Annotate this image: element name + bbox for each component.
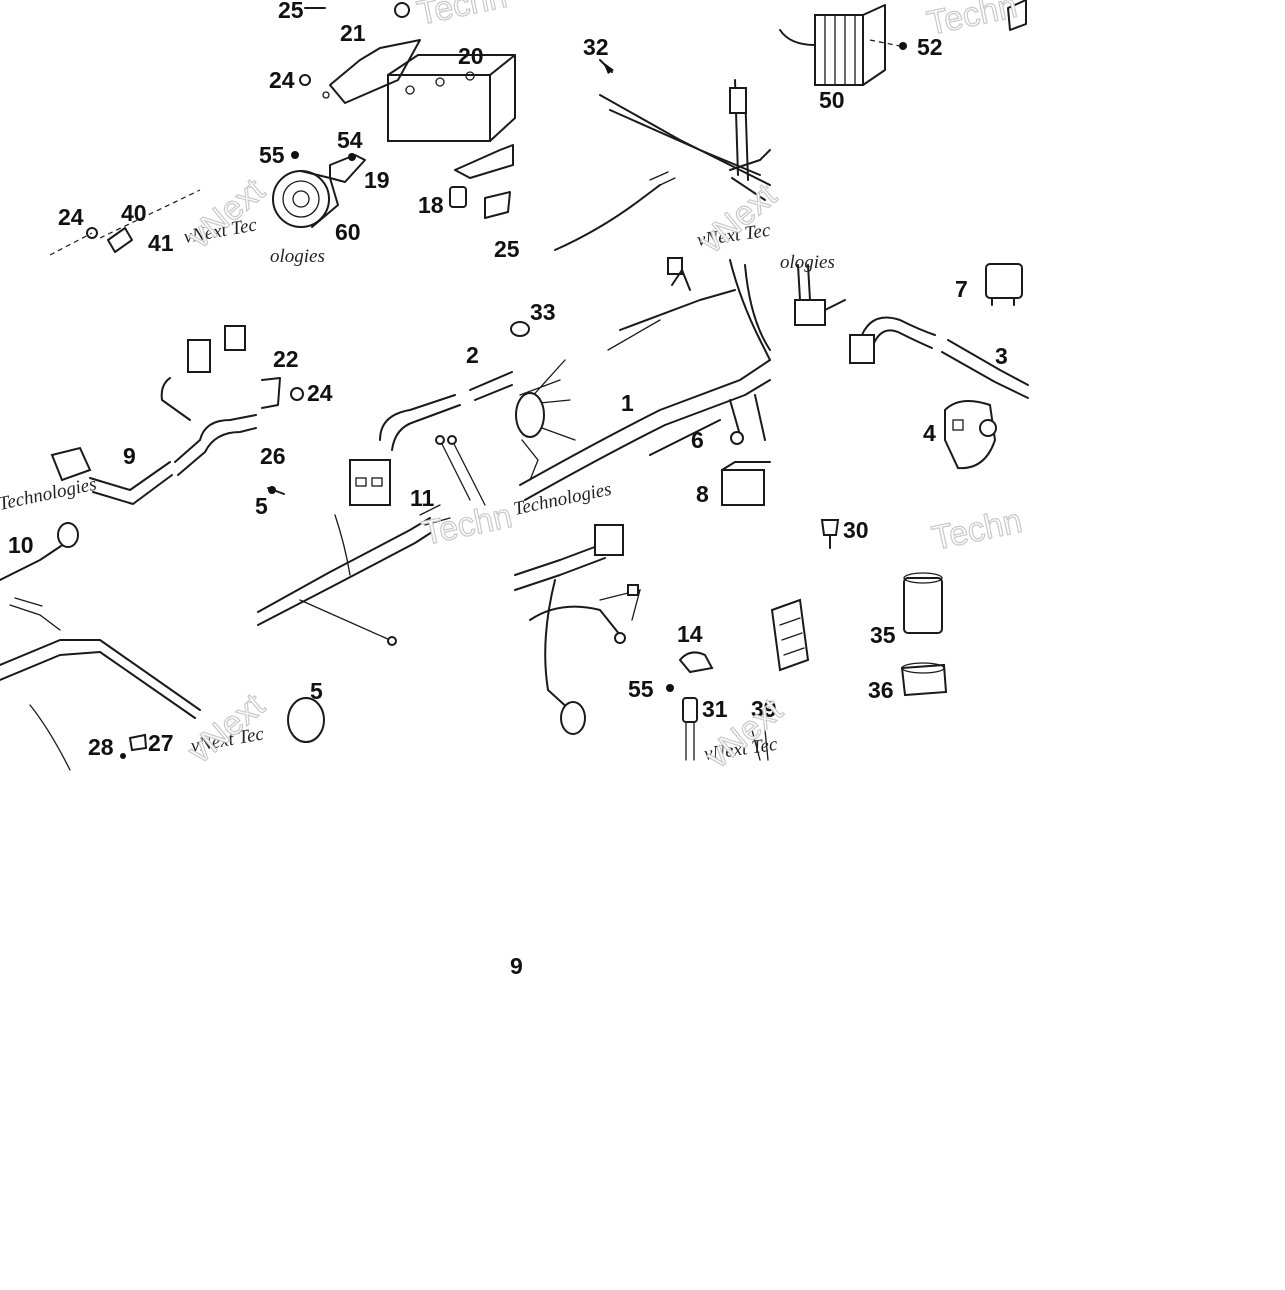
callout-52: 52 (917, 34, 943, 60)
callout-39: 39 (751, 696, 777, 722)
callout-36: 36 (868, 677, 894, 703)
callout-10: 10 (8, 532, 34, 558)
callout-55: 55 (628, 676, 654, 702)
relay-7 (985, 263, 1023, 299)
tile-switches (794, 263, 1029, 470)
tile-harness-11 (257, 504, 451, 743)
capacitor-31 (682, 697, 698, 723)
callout-19: 19 (364, 167, 390, 193)
watermark-text: vNext (693, 176, 784, 261)
relay-8 (721, 469, 765, 506)
callout-21: 21 (340, 20, 366, 46)
callout-32: 32 (583, 34, 609, 60)
bracket-21 (329, 39, 421, 104)
tile-harness-9 (50, 325, 304, 505)
tile-main-harness (515, 257, 771, 506)
callout-3: 3 (995, 343, 1008, 369)
watermark-text: Techn (414, 0, 511, 33)
callout-24: 24 (307, 380, 333, 406)
callout-2: 2 (466, 342, 479, 368)
tile-fan-sensor (770, 519, 948, 697)
callout-6: 6 (691, 427, 704, 453)
tile-regulator (779, 0, 1027, 86)
callout-25: 25 (278, 0, 304, 23)
watermark-text: ologies (270, 246, 325, 267)
watermark-text: Techn (929, 502, 1026, 558)
callout-41: 41 (148, 230, 174, 256)
callout-28: 28 (88, 734, 114, 760)
callout-33: 33 (530, 299, 556, 325)
callout-9: 9 (510, 953, 523, 979)
cable-tie-5 (287, 697, 325, 743)
main-harness-1 (519, 359, 771, 486)
callout-11: 11 (410, 485, 435, 511)
callout-5: 5 (310, 678, 323, 704)
watermark-text: vNext (181, 171, 272, 256)
watermark-text: Technologies (512, 479, 614, 520)
callout-22: 22 (273, 346, 299, 372)
callout-24: 24 (58, 204, 84, 230)
harness-10 (0, 639, 201, 711)
tile-sensor (514, 524, 769, 761)
callout-55: 55 (259, 142, 285, 168)
callout-7: 7 (955, 276, 968, 302)
regulator-50 (814, 14, 864, 86)
callout-30: 30 (843, 517, 869, 543)
callout-18: 18 (418, 192, 444, 218)
callout-labels: 25 21 20 24 55 54 19 60 18 24 40 41 25 3… (8, 0, 1008, 979)
callout-24: 24 (269, 67, 295, 93)
battery-20 (387, 74, 491, 142)
harness-11 (257, 517, 431, 613)
harness-9 (89, 414, 257, 491)
callout-60: 60 (335, 219, 361, 245)
callout-25: 25 (494, 236, 520, 262)
callout-50: 50 (819, 87, 845, 113)
tile-harness-2 (349, 321, 530, 506)
callout-14: 14 (677, 621, 703, 647)
watermark-text: ologies (780, 252, 835, 273)
sensor-30 (820, 519, 840, 536)
clamp-14 (678, 651, 714, 674)
tile-battery-horn (49, 2, 516, 256)
switch-4 (944, 400, 997, 470)
tile-harness-10 (0, 522, 201, 771)
callout-35: 35 (870, 622, 896, 648)
callout-9: 9 (123, 443, 136, 469)
tile-harness-top (554, 59, 771, 251)
watermarks: vNext Tec vNext Tec vNext Tec vNext Tec … (0, 0, 1026, 777)
harness-2 (379, 371, 513, 441)
callout-8: 8 (696, 481, 709, 507)
callout-20: 20 (458, 43, 484, 69)
callout-40: 40 (121, 200, 147, 226)
callout-5: 5 (255, 493, 268, 519)
callout-31: 31 (702, 696, 728, 722)
filter-35 (903, 577, 943, 634)
callout-54: 54 (337, 127, 363, 153)
callout-27: 27 (148, 730, 174, 756)
watermark-text: Technologies (0, 474, 98, 515)
callout-4: 4 (923, 420, 936, 446)
ring-36 (900, 663, 948, 697)
callout-1: 1 (621, 390, 634, 416)
watermark-text: Techn (924, 0, 1021, 43)
callout-26: 26 (260, 443, 286, 469)
